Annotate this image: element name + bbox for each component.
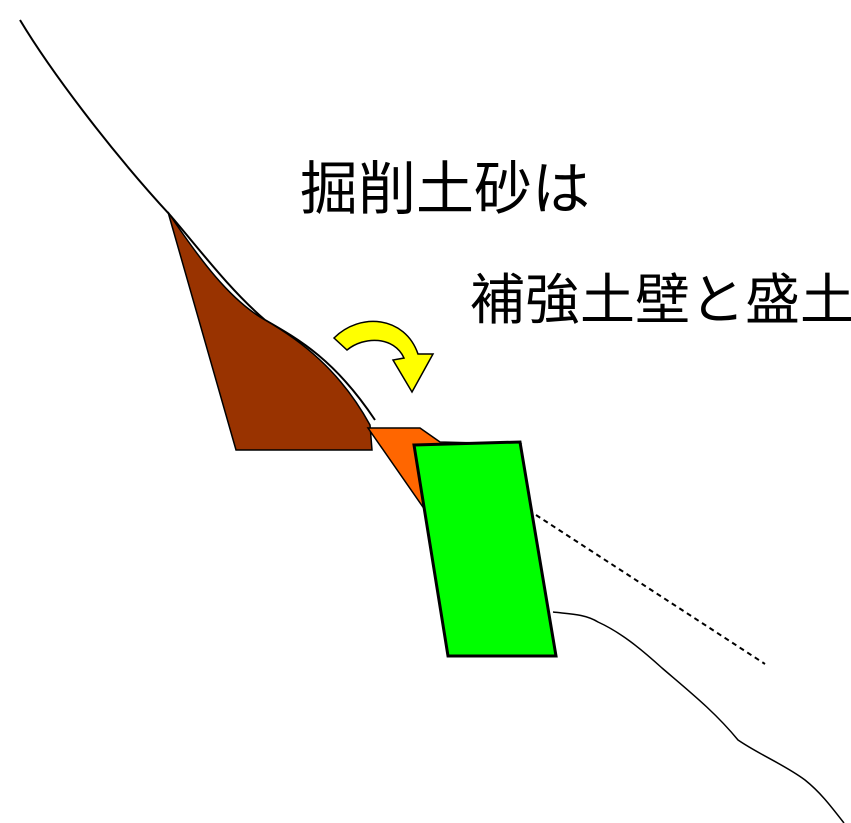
caption-line-2: 補強土壁と盛土 [470,268,851,332]
caption-line-1: 掘削土砂は [300,155,591,223]
lower-ground-line [552,611,845,823]
excavated-soil-area [167,211,373,451]
original-ground-line [19,19,376,421]
reinforced-soil-wall [412,440,558,658]
curved-arrow-icon [332,320,435,394]
original-slope-dashed-line [535,514,766,665]
